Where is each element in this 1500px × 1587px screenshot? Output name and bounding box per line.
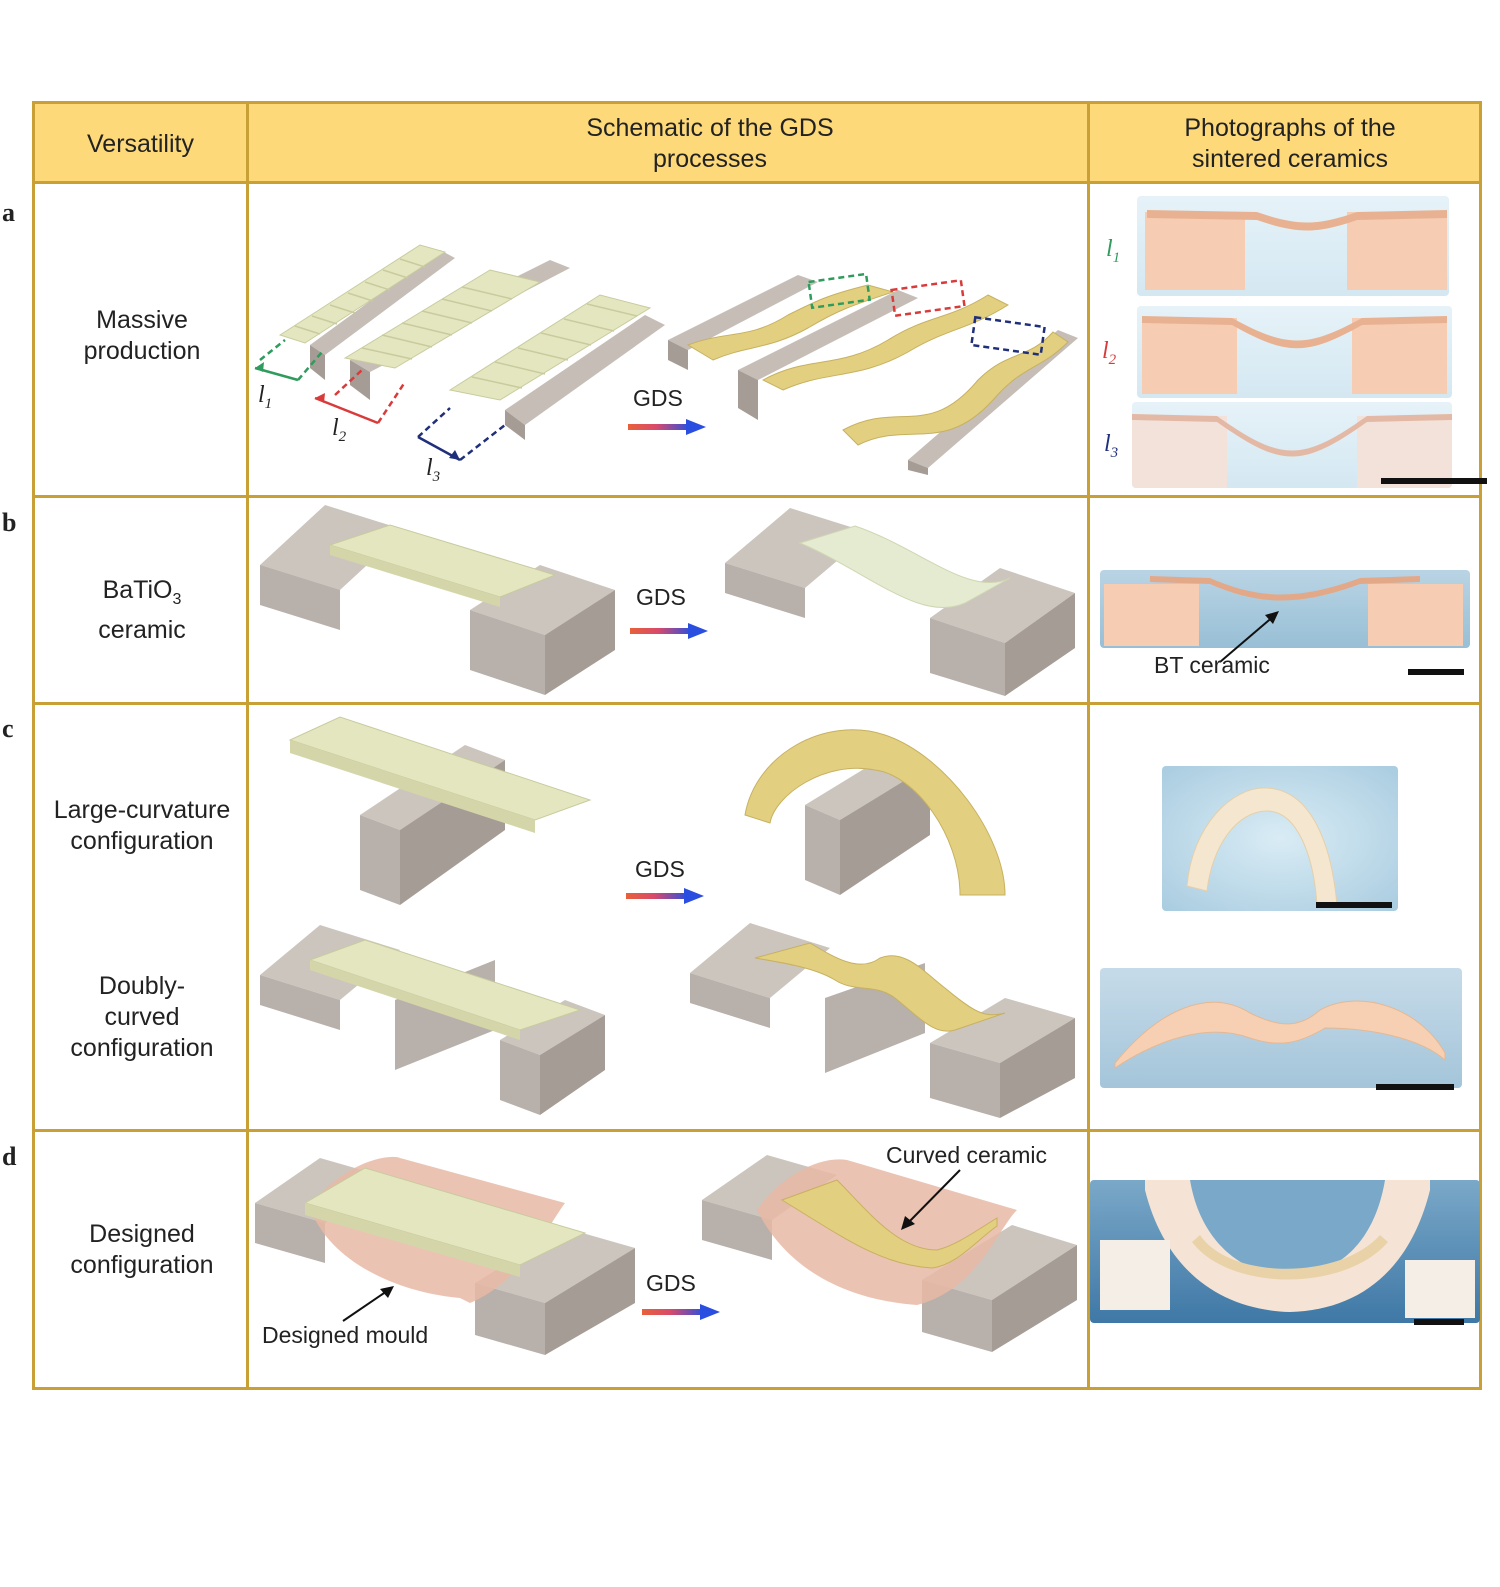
- row-letter-a: a: [2, 198, 15, 227]
- photo-batio3: [1100, 570, 1470, 648]
- row-divider-cd: [32, 1129, 1482, 1132]
- process-arrow-d: [642, 1304, 720, 1320]
- process-arrow-b: [630, 623, 708, 639]
- photo-l3: [1132, 402, 1452, 488]
- row-letter-c: c: [2, 714, 14, 743]
- header-schematic: Schematic of the GDS processes: [586, 114, 834, 173]
- rail-3-side: [505, 410, 525, 440]
- sintered-arch: [744, 729, 1006, 896]
- large-curvature-before-schematic: [288, 716, 592, 905]
- header-photographs: Photographs of the sintered ceramics: [1184, 114, 1396, 173]
- scale-bar-c2: [1376, 1084, 1454, 1090]
- doubly-curved-after-schematic: [690, 923, 1075, 1118]
- row-letter-d: d: [2, 1142, 17, 1171]
- designed-mould-pointer-arrow: [342, 1286, 394, 1322]
- header-versatility: Versatility: [87, 129, 194, 158]
- gds-label-a: GDS: [633, 385, 683, 411]
- column-divider-2: [1087, 101, 1090, 1390]
- row-label-doubly-curved: Doubly-curved configuration: [70, 972, 214, 1062]
- row-label-large-curvature: Large-curvature configuration: [53, 795, 231, 855]
- scale-bar-a: [1381, 478, 1487, 484]
- massive-production-after-schematic: [668, 272, 1078, 475]
- header-row-background: [35, 104, 1479, 184]
- label-l2: l2: [332, 415, 347, 445]
- process-arrow-c: [626, 888, 704, 904]
- photo-designed: [1090, 1180, 1480, 1323]
- green-body-strips: [278, 244, 652, 401]
- highlight-box-l1: [807, 272, 872, 310]
- designed-mould-label: Designed mould: [262, 1322, 429, 1348]
- photo-l1: [1137, 196, 1449, 296]
- massive-production-before-schematic: [254, 244, 665, 462]
- highlight-box-l3: [969, 315, 1047, 357]
- row-label-designed: Designed configuration: [70, 1219, 214, 1279]
- row-label-batio3: BaTiO3 ceramic: [35, 575, 249, 645]
- curved-ceramic-shape: [780, 1179, 998, 1269]
- row-letter-b: b: [2, 508, 17, 537]
- gds-label-b: GDS: [636, 584, 686, 610]
- length-indicator-l2: [314, 369, 407, 425]
- rail-3-top: [505, 315, 665, 425]
- scale-bar-c1: [1316, 902, 1392, 908]
- photo-label-l3: l3: [1104, 431, 1119, 461]
- row-divider-ab: [32, 495, 1482, 498]
- bt-ceramic-label: BT ceramic: [1154, 652, 1270, 678]
- sintered-batio3-plate: [798, 525, 1011, 608]
- batio3-before-schematic: [260, 505, 615, 695]
- length-indicator-l1: [254, 339, 323, 382]
- process-arrow-a: [628, 419, 706, 435]
- row-label-massive-production: Massive production: [83, 306, 201, 365]
- doubly-curved-before-schematic: [260, 925, 605, 1115]
- designed-before-schematic: [255, 1156, 635, 1355]
- strip-separators: [294, 258, 638, 389]
- curved-ceramic-pointer-arrow: [901, 1169, 961, 1230]
- header-divider: [32, 181, 1482, 184]
- length-indicator-l3: [417, 407, 506, 462]
- table-frame: [32, 101, 1482, 1390]
- large-curvature-after-schematic: [744, 729, 1006, 896]
- column-divider-1: [246, 101, 249, 1390]
- scale-bar-b: [1408, 669, 1464, 675]
- photo-label-l1: l1: [1106, 236, 1121, 266]
- row-divider-bc: [32, 702, 1482, 705]
- sintered-doubly-curved: [754, 942, 1006, 1032]
- green-body-plate-c2: [308, 939, 582, 1031]
- photo-l2: [1137, 306, 1452, 398]
- gds-label-d: GDS: [646, 1270, 696, 1296]
- label-l3: l3: [426, 455, 441, 485]
- gds-label-c: GDS: [635, 856, 685, 882]
- bt-ceramic-pointer-arrow: [1219, 611, 1279, 663]
- rail-2-side: [350, 360, 370, 400]
- batio3-ceramic-word: ceramic: [98, 615, 186, 644]
- photo-label-l2: l2: [1102, 338, 1117, 368]
- photo-doubly-curved: [1100, 968, 1462, 1088]
- curved-ceramic-label: Curved ceramic: [886, 1142, 1048, 1168]
- scale-bar-d: [1414, 1319, 1464, 1325]
- batio3-after-schematic: [725, 508, 1075, 696]
- green-body-plate-c1: [288, 716, 592, 821]
- rail-1-top: [310, 250, 455, 355]
- designed-after-schematic: [702, 1155, 1077, 1352]
- highlight-box-l2: [890, 278, 966, 318]
- photo-large-curvature: [1162, 766, 1398, 911]
- label-l1: l1: [258, 382, 273, 412]
- batio3-formula: BaTiO3: [102, 575, 182, 608]
